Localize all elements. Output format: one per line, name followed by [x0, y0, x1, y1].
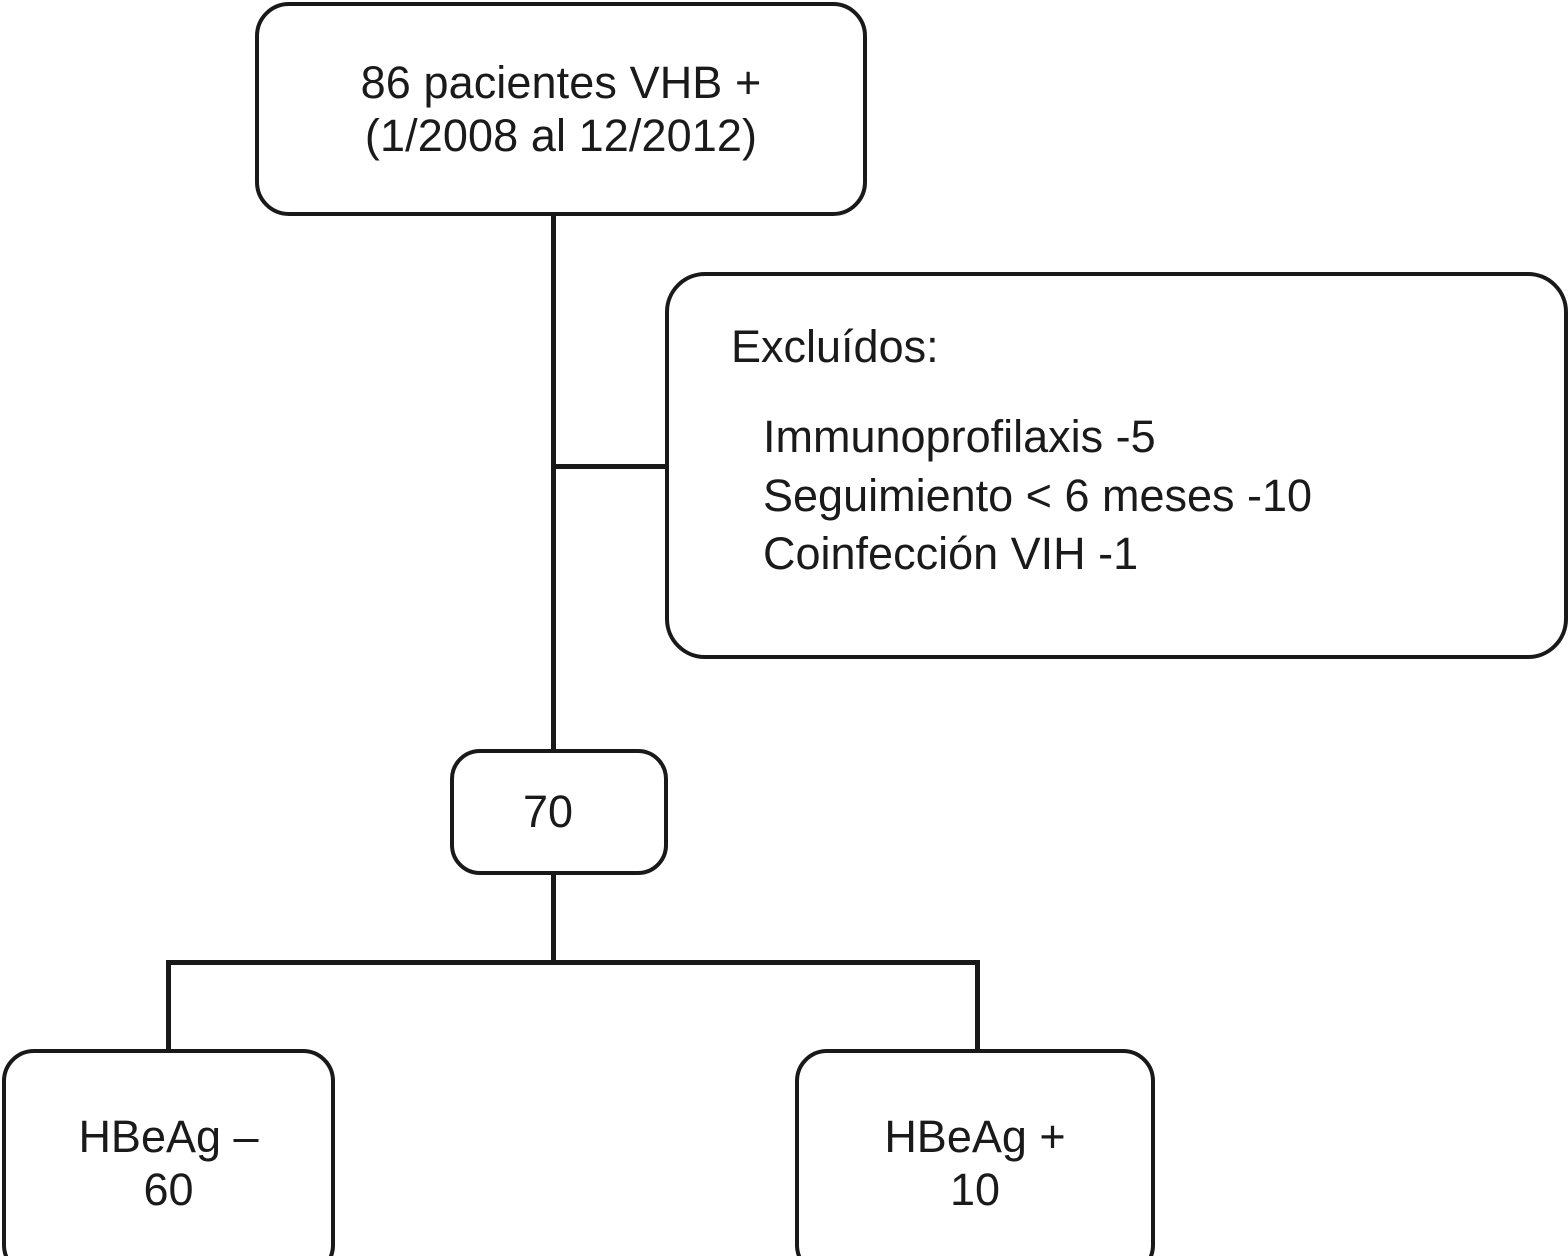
hbeag-negative-count: 60 [143, 1164, 194, 1215]
excluded-reason-coinfeccion-vih: Coinfección VIH -1 [763, 528, 1139, 580]
excluded-reason-immunoprofilaxis: Immunoprofilaxis -5 [763, 411, 1156, 463]
node-excluded: Excluídos: Immunoprofilaxis -5 Seguimien… [665, 272, 1568, 659]
excluded-reason-seguimiento: Seguimiento < 6 meses -10 [763, 469, 1313, 521]
node-cohort: 86 pacientes VHB + (1/2008 al 12/2012) [255, 2, 867, 216]
excluded-heading: Excluídos: [731, 321, 939, 372]
hbeag-negative-label: HBeAg – [78, 1110, 259, 1162]
hbeag-positive-label: HBeAg + [884, 1110, 1066, 1162]
connector-split-to-hbeag-positive [975, 960, 980, 1052]
cohort-line-2: (1/2008 al 12/2012) [364, 110, 758, 161]
cohort-line-1: 86 pacientes VHB + [360, 56, 762, 108]
node-hbeag-positive: HBeAg + 10 [795, 1049, 1155, 1256]
connector-split-bar [166, 960, 980, 965]
hbeag-positive-count: 10 [949, 1164, 1001, 1215]
node-included-count: 70 [450, 749, 668, 875]
connector-included-to-split [551, 872, 556, 964]
connector-cohort-to-included [551, 213, 556, 753]
included-count-label: 70 [522, 786, 574, 838]
node-hbeag-negative: HBeAg – 60 [2, 1049, 335, 1256]
connector-to-excluded-box [551, 464, 669, 469]
connector-split-to-hbeag-negative [166, 960, 171, 1052]
